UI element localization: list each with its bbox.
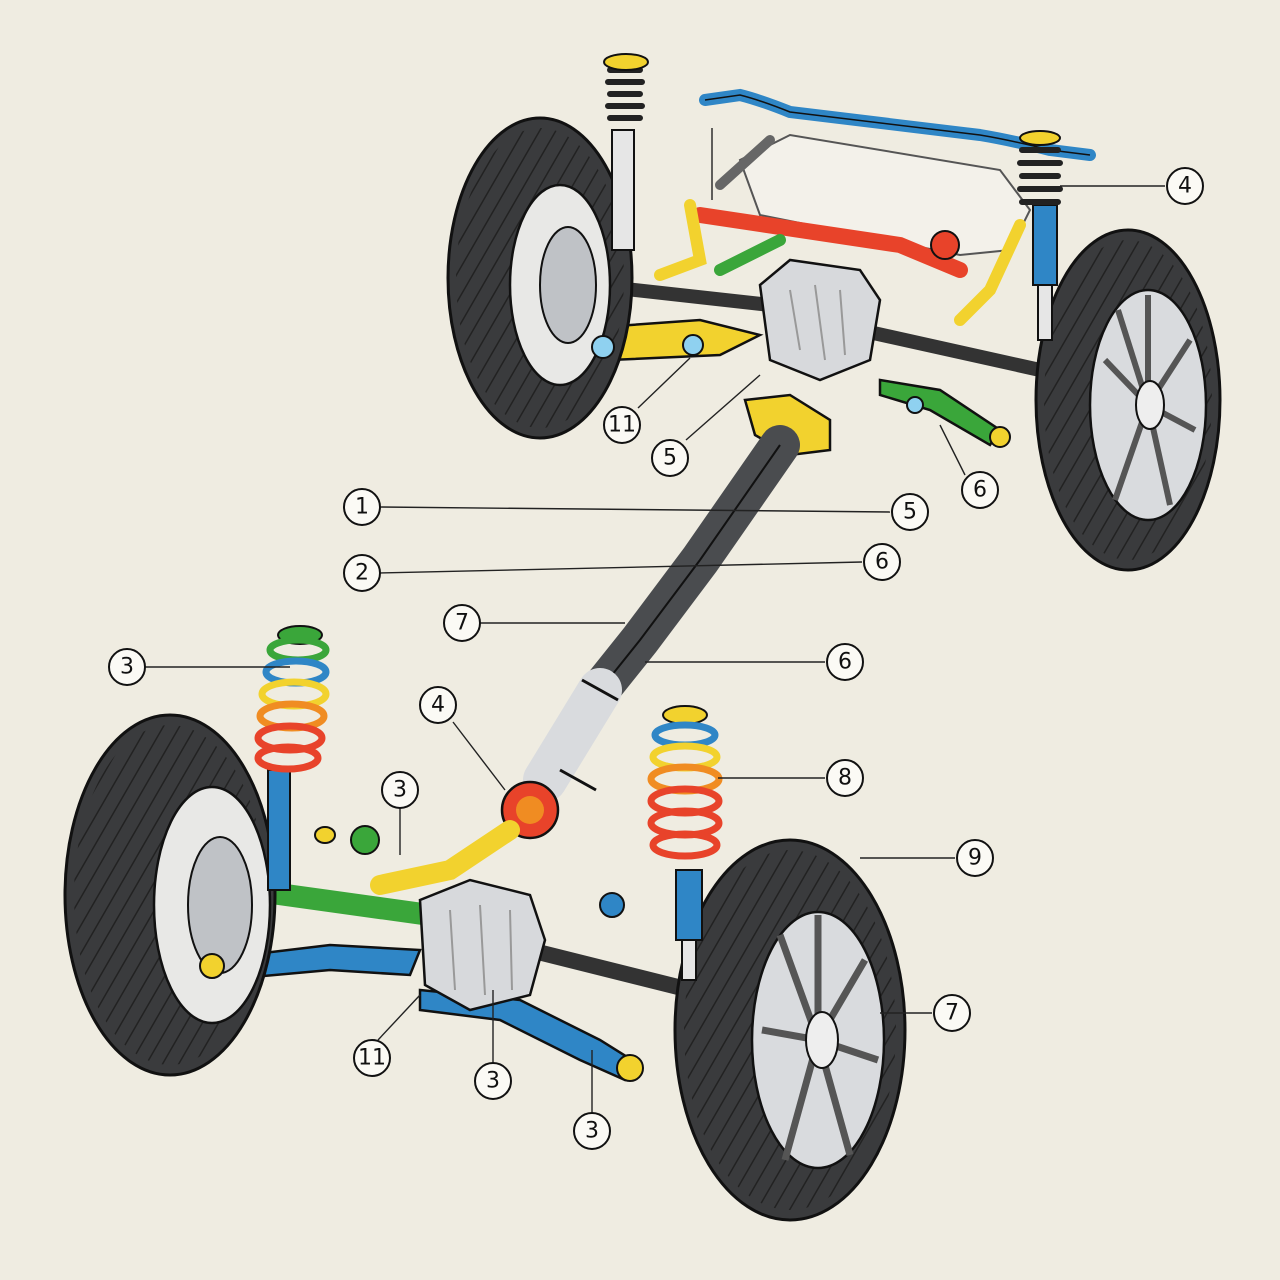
rear-right-wheel (673, 838, 907, 1222)
callout-11-rear-arm: 11 (353, 1039, 391, 1077)
rear-axle-assembly (63, 625, 907, 1222)
rear-differential (418, 878, 547, 1012)
callout-3a-label: 3 (120, 655, 134, 680)
callout-2-label: 2 (355, 561, 369, 586)
rear-left-axle-tube (239, 879, 441, 926)
callout-11a-label: 11 (608, 413, 636, 438)
callout-3d-label: 3 (585, 1119, 599, 1144)
front-red-link (692, 207, 968, 278)
rear-right-halfshaft (522, 942, 698, 998)
driveshaft (370, 425, 800, 895)
front-right-lower-arm (878, 378, 1002, 447)
callout-3-center: 3 (381, 771, 419, 809)
callout-6c-label: 6 (838, 650, 852, 675)
rear-right-coilover (647, 705, 723, 981)
callout-5-front-diff: 5 (651, 439, 689, 477)
front-right-halfshaft (853, 323, 1047, 377)
rear-left-coilover (254, 625, 330, 891)
front-differential (758, 258, 882, 382)
front-axle-assembly (446, 53, 1222, 572)
callout-1-label: 1 (355, 495, 369, 520)
front-right-strut (1017, 130, 1063, 341)
callout-2: 2 (343, 554, 381, 592)
callout-9-label: 9 (968, 846, 982, 871)
callout-3-rear-arm: 3 (573, 1112, 611, 1150)
callout-8-label: 8 (838, 766, 852, 791)
callout-6-driveshaft-upper: 6 (863, 543, 901, 581)
callout-4-front-strut: 4 (1166, 167, 1204, 205)
callout-3-rear-diff: 3 (474, 1062, 512, 1100)
driveshaft-tube-silver (523, 668, 622, 802)
callout-5a-label: 5 (663, 446, 677, 471)
callout-4a-label: 4 (1178, 174, 1192, 199)
callout-1: 1 (343, 488, 381, 526)
callout-7a-label: 7 (455, 611, 469, 636)
callout-7-driveshaft: 7 (443, 604, 481, 642)
callout-3b-label: 3 (393, 778, 407, 803)
callout-11-front-arm: 11 (603, 406, 641, 444)
callout-7b-label: 7 (945, 1001, 959, 1026)
rear-left-wheel (63, 713, 277, 1077)
callout-7-rear-wheel: 7 (933, 994, 971, 1032)
rear-right-lower-arm (418, 988, 642, 1082)
callout-6b-label: 6 (875, 550, 889, 575)
callout-6a-label: 6 (973, 478, 987, 503)
front-left-strut (603, 53, 649, 251)
rear-pinion-shaft (370, 820, 520, 895)
callout-3c-label: 3 (486, 1069, 500, 1094)
callout-5-driveshaft: 5 (891, 493, 929, 531)
callout-8-coil: 8 (826, 759, 864, 797)
callout-11b-label: 11 (358, 1046, 386, 1071)
callout-9-tire: 9 (956, 839, 994, 877)
callout-4b-label: 4 (431, 693, 445, 718)
front-right-wheel (1034, 228, 1222, 572)
callout-3-left-coil: 3 (108, 648, 146, 686)
callout-6-driveshaft-lower: 6 (826, 643, 864, 681)
callout-4-coupling: 4 (419, 686, 457, 724)
callout-5b-label: 5 (903, 500, 917, 525)
front-left-wheel (446, 116, 634, 440)
front-green-link (714, 234, 786, 276)
callout-6-front-arm: 6 (961, 471, 999, 509)
leader-lines (145, 128, 1165, 1113)
